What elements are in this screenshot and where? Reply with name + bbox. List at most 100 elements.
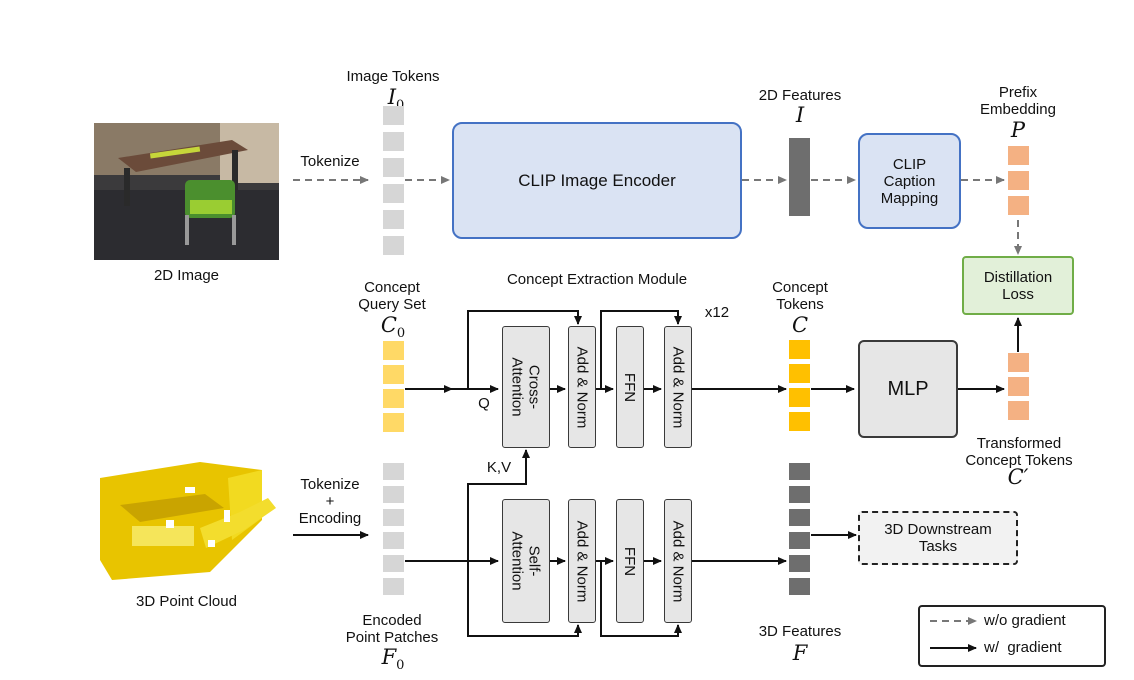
- tokenize-encoding-label: Tokenize + Encoding: [292, 476, 368, 527]
- symbol-c-prime: C′: [1007, 465, 1029, 489]
- concept-query-line-2: Query Set: [358, 296, 426, 313]
- ffn-label-1: FFN: [621, 372, 639, 402]
- concept-token: [789, 412, 810, 431]
- image-token: [383, 184, 404, 203]
- repeat-count-label: x12: [704, 304, 730, 321]
- clip-caption-line-2: Caption: [883, 172, 936, 190]
- query-token: [383, 413, 404, 432]
- concept-query-line-1: Concept: [364, 279, 420, 296]
- encoded-point-patches-label: Encoded Point Patches: [334, 612, 450, 646]
- query-token: [383, 341, 404, 360]
- concept-tokens-label: Concept Tokens: [752, 279, 848, 313]
- encoded-patch-token: [383, 555, 404, 572]
- add-norm-label-4: Add & Norm: [669, 520, 687, 602]
- feature-3d-token: [789, 555, 810, 572]
- image-tokens-label: Image Tokens: [346, 68, 440, 85]
- feature-3d-token: [789, 463, 810, 480]
- image-token: [383, 132, 404, 151]
- image-token: [383, 106, 404, 125]
- add-norm-block-3: Add & Norm: [568, 499, 596, 623]
- encoded-patch-token: [383, 463, 404, 480]
- downstream-tasks-box: 3D Downstream Tasks: [858, 511, 1018, 565]
- encoded-line-2: Point Patches: [345, 629, 439, 646]
- prefix-embedding-label: Prefix Embedding: [963, 84, 1073, 118]
- clip-caption-line-1: CLIP: [892, 155, 927, 173]
- transformed-token: [1008, 401, 1029, 420]
- transformed-token: [1008, 377, 1029, 396]
- transformed-token: [1008, 353, 1029, 372]
- features-3d-label: 3D Features: [758, 623, 842, 640]
- encoded-patch-token: [383, 532, 404, 549]
- point-cloud-caption: 3D Point Cloud: [136, 593, 237, 610]
- symbol-p: P: [1010, 118, 1026, 142]
- concept-token: [789, 364, 810, 383]
- concept-token: [789, 388, 810, 407]
- mlp-label: MLP: [887, 377, 929, 400]
- prefix-label-line-1: Prefix: [998, 84, 1038, 101]
- legend-dashed-label: w/o gradient: [984, 612, 1066, 629]
- distillation-line-2: Loss: [1002, 285, 1034, 303]
- clip-image-encoder-label: CLIP Image Encoder: [518, 171, 676, 190]
- concept-token: [789, 340, 810, 359]
- symbol-i: I: [795, 103, 805, 127]
- symbol-c0: C0: [380, 313, 406, 342]
- image-token: [383, 210, 404, 229]
- tokenize-label: Tokenize: [300, 153, 360, 170]
- add-norm-block-2: Add & Norm: [664, 326, 692, 448]
- encoded-patch-token: [383, 578, 404, 595]
- symbol-i0: I0: [387, 85, 405, 113]
- clip-caption-line-3: Mapping: [880, 189, 939, 207]
- key-value-label: K,V: [486, 459, 512, 476]
- feature-3d-token: [789, 532, 810, 549]
- clip-caption-mapping-box: CLIP Caption Mapping: [858, 133, 961, 229]
- mlp-box: MLP: [858, 340, 958, 438]
- distillation-line-1: Distillation: [983, 268, 1053, 286]
- ffn-label-2: FFN: [621, 546, 639, 576]
- feature-3d-token: [789, 578, 810, 595]
- legend: [918, 605, 1106, 667]
- cross-attention-block: Cross-Attention: [502, 326, 550, 448]
- photo-2d-image: [94, 123, 279, 260]
- symbol-f: F: [792, 641, 808, 665]
- ffn-block-2: FFN: [616, 499, 644, 623]
- add-norm-label-2: Add & Norm: [669, 346, 687, 428]
- add-norm-block-4: Add & Norm: [664, 499, 692, 623]
- concept-query-set-label: Concept Query Set: [340, 279, 444, 313]
- ffn-block-1: FFN: [616, 326, 644, 448]
- image-token: [383, 236, 404, 255]
- legend-solid-label: w/ gradient: [984, 639, 1062, 656]
- transformed-tokens-label: Transformed Concept Tokens: [958, 435, 1080, 469]
- prefix-token: [1008, 171, 1029, 190]
- tokenize-encoding-line-3: Encoding: [298, 510, 362, 527]
- features-2d-bar: [789, 138, 810, 216]
- tokenize-encoding-line-2: +: [325, 493, 335, 510]
- query-token: [383, 389, 404, 408]
- query-token: [383, 365, 404, 384]
- prefix-label-line-2: Embedding: [980, 101, 1056, 118]
- cross-attention-label: Cross-Attention: [509, 357, 543, 417]
- distillation-loss-box: Distillation Loss: [962, 256, 1074, 315]
- add-norm-label-3: Add & Norm: [573, 520, 591, 602]
- image-2d-caption: 2D Image: [153, 267, 220, 284]
- downstream-line-1: 3D Downstream: [884, 521, 992, 538]
- point-cloud-3d-image: [100, 462, 276, 580]
- concept-tokens-line-2: Tokens: [776, 296, 824, 313]
- encoded-line-1: Encoded: [362, 612, 422, 629]
- add-norm-block-1: Add & Norm: [568, 326, 596, 448]
- self-attention-label: Self-Attention: [509, 531, 543, 591]
- symbol-c: C: [791, 313, 809, 337]
- transformed-line-1: Transformed: [976, 435, 1062, 452]
- feature-3d-token: [789, 509, 810, 526]
- image-token: [383, 158, 404, 177]
- encoded-patch-token: [383, 509, 404, 526]
- query-label: Q: [478, 395, 490, 412]
- prefix-token: [1008, 146, 1029, 165]
- downstream-line-2: Tasks: [918, 538, 958, 555]
- module-title: Concept Extraction Module: [506, 271, 688, 288]
- clip-image-encoder-box: CLIP Image Encoder: [452, 122, 742, 239]
- tokenize-encoding-line-1: Tokenize: [300, 476, 360, 493]
- feature-3d-token: [789, 486, 810, 503]
- prefix-token: [1008, 196, 1029, 215]
